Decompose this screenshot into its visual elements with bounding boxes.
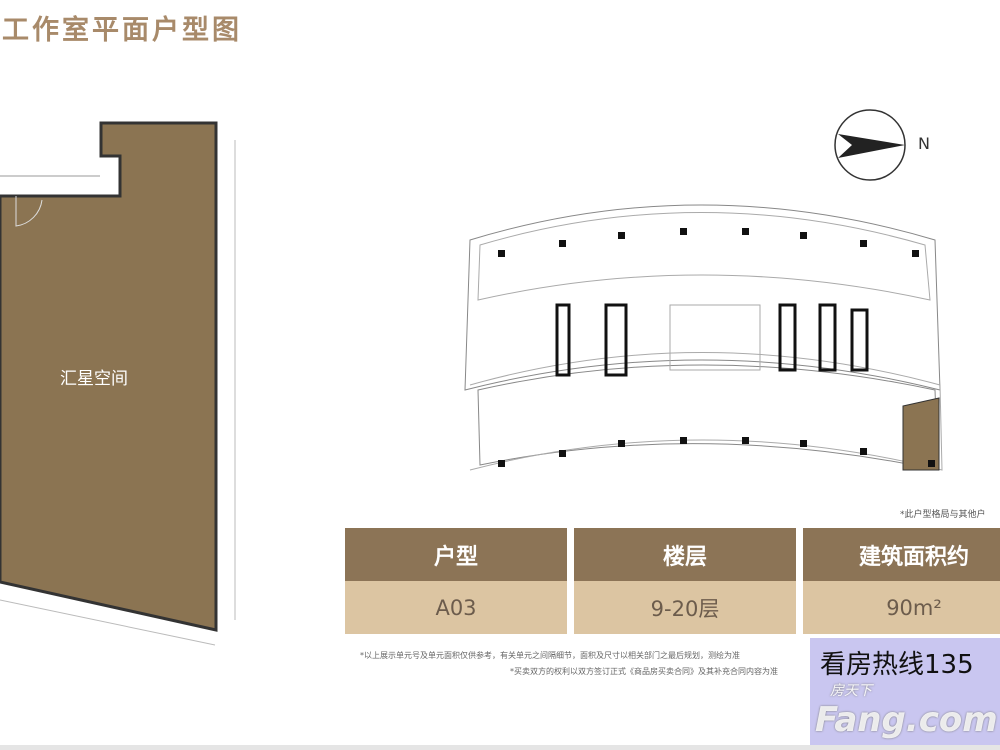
unit-floor-plan (0, 121, 236, 646)
hotline-banner (810, 638, 1000, 745)
hotline-text: 看房热线135 (820, 650, 974, 680)
disclaimer-line-2: *买卖双方的权利以双方签订正式《商品房买卖合同》及其补充合同内容为准 (510, 667, 778, 676)
value-area: 90m² (803, 581, 1000, 634)
column-floors: 楼层 9-20层 (574, 528, 796, 634)
unit-info-table: 户型 A03 楼层 9-20层 建筑面积约 90m² (345, 528, 1000, 634)
value-floors: 9-20层 (574, 581, 796, 634)
header-floors: 楼层 (574, 528, 796, 581)
column-area: 建筑面积约 90m² (803, 528, 1000, 634)
compass-north-label: N (918, 134, 930, 153)
header-unit-type: 户型 (345, 528, 567, 581)
room-label: 汇星空间 (60, 369, 128, 389)
column-unit-type: 户型 A03 (345, 528, 567, 634)
door-icon (15, 196, 43, 227)
unit-area (0, 121, 218, 632)
building-plan (464, 204, 943, 471)
layout-note: *此户型格局与其他户 (900, 510, 986, 520)
page-title: 工作室平面户型图 (2, 15, 242, 46)
bottom-bar (0, 745, 1000, 750)
watermark-sub: 房天下 (830, 683, 872, 699)
compass-icon (834, 109, 906, 181)
watermark-logo: Fang.com (815, 700, 998, 740)
value-unit-type: A03 (345, 581, 567, 634)
highlighted-unit (902, 397, 940, 471)
header-area: 建筑面积约 (803, 528, 1000, 581)
disclaimer-line-1: *以上展示单元号及单元面积仅供参考，有关单元之间隔细节，面积及尺寸以相关部门之最… (360, 651, 740, 660)
